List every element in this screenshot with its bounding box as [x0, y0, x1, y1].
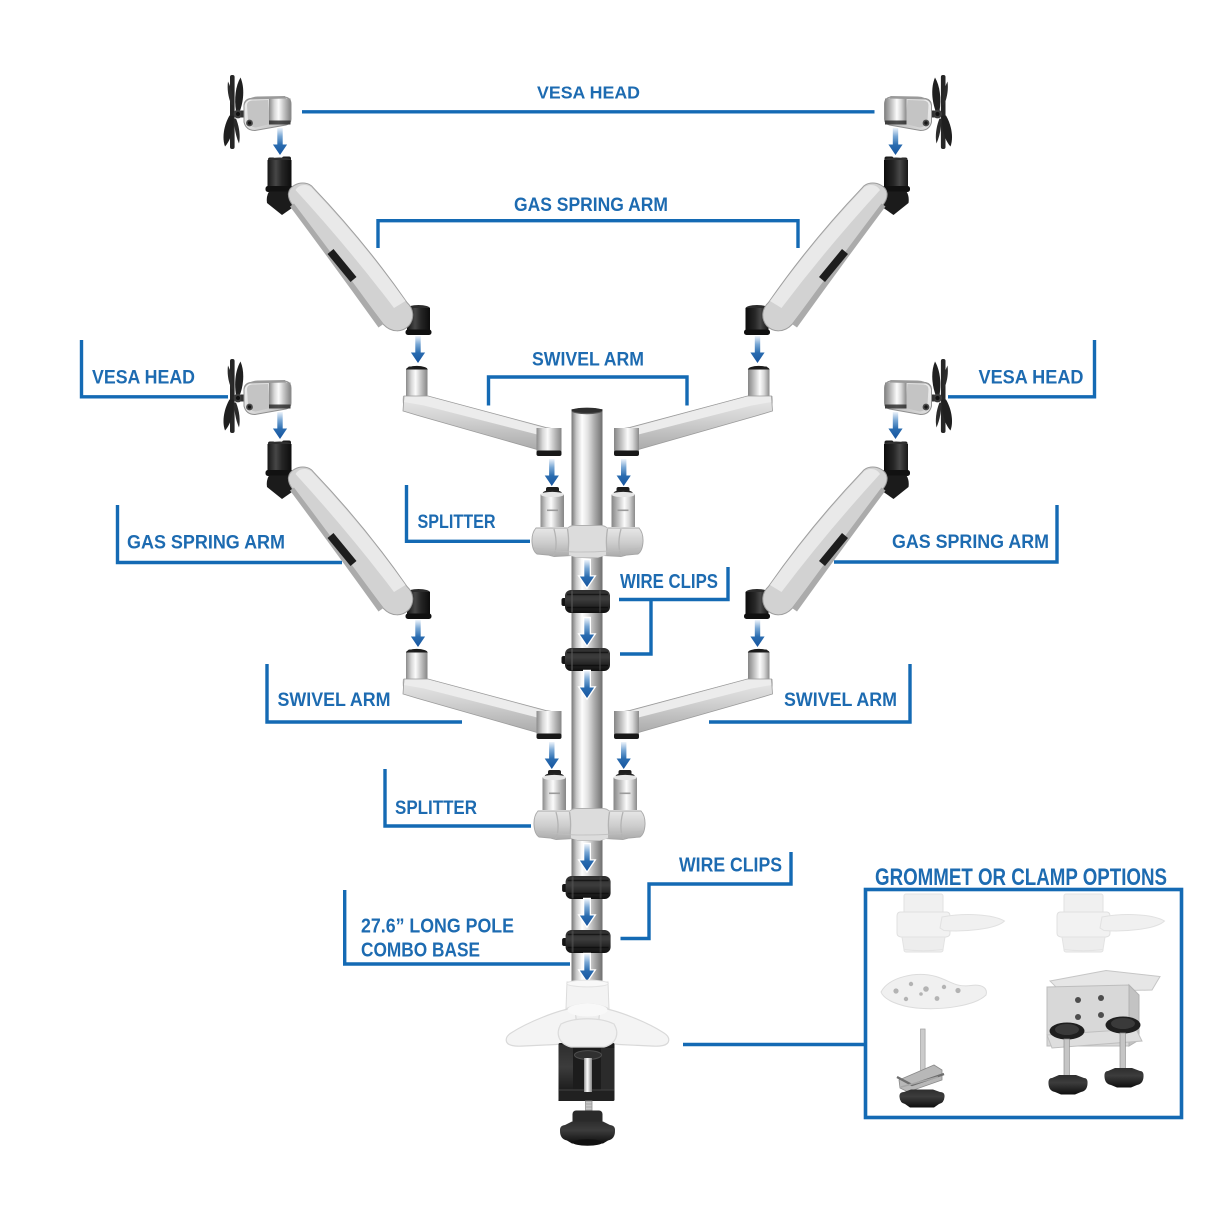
svg-text:SWIVEL ARM: SWIVEL ARM — [532, 350, 644, 371]
svg-text:WIRE CLIPS: WIRE CLIPS — [679, 854, 782, 877]
svg-text:WIRE CLIPS: WIRE CLIPS — [620, 570, 718, 593]
svg-text:27.6” LONG POLE: 27.6” LONG POLE — [361, 916, 514, 938]
svg-text:SPLITTER: SPLITTER — [418, 511, 496, 533]
svg-text:GROMMET OR CLAMP OPTIONS: GROMMET OR CLAMP OPTIONS — [875, 864, 1167, 891]
svg-text:GAS SPRING ARM: GAS SPRING ARM — [514, 195, 668, 216]
svg-text:COMBO BASE: COMBO BASE — [361, 940, 480, 962]
svg-text:SWIVEL ARM: SWIVEL ARM — [784, 690, 897, 711]
svg-text:GAS SPRING ARM: GAS SPRING ARM — [127, 533, 285, 554]
svg-text:GAS SPRING ARM: GAS SPRING ARM — [892, 532, 1049, 553]
svg-text:VESA HEAD: VESA HEAD — [92, 368, 195, 389]
svg-text:VESA HEAD: VESA HEAD — [537, 83, 640, 103]
svg-text:SPLITTER: SPLITTER — [395, 797, 477, 819]
svg-text:SWIVEL ARM: SWIVEL ARM — [278, 690, 391, 711]
svg-text:VESA HEAD: VESA HEAD — [979, 368, 1084, 389]
